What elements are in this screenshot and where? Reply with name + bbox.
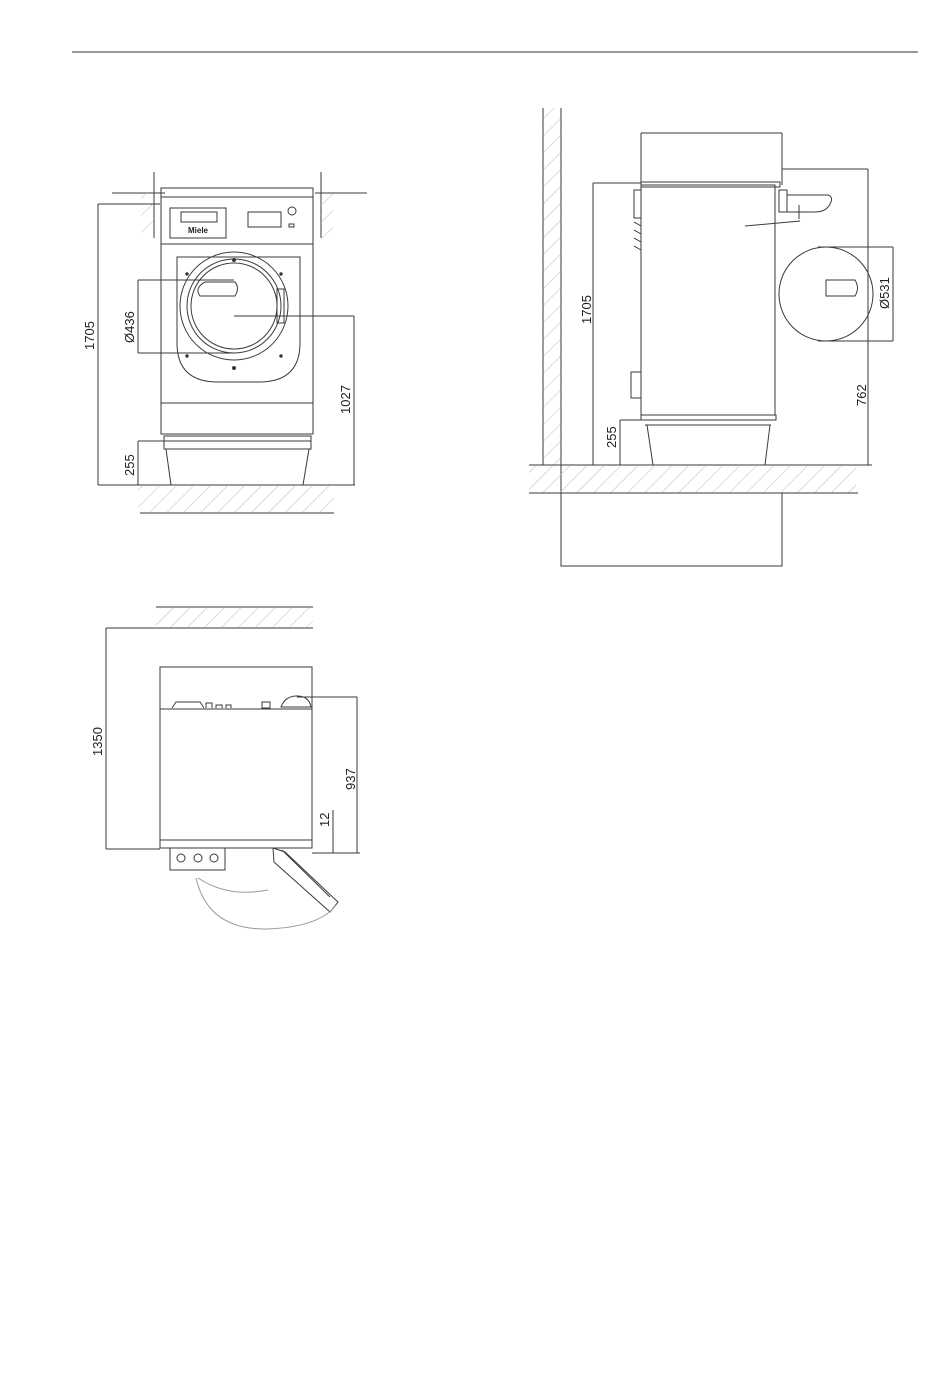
front-door-diameter-label: Ø436	[122, 311, 137, 343]
top-total-depth-label: 1350	[90, 727, 105, 756]
top-unit-depth-label: 937	[343, 768, 358, 790]
top-door-offset-label: 12	[317, 813, 332, 827]
side-door-center-height-label: 762	[854, 384, 869, 406]
front-view	[98, 172, 367, 513]
front-plinth-height-label: 255	[122, 454, 137, 476]
front-door-center-height-label: 1027	[338, 385, 353, 414]
side-plinth-height-label: 255	[604, 426, 619, 448]
side-total-height-label: 1705	[579, 295, 594, 324]
front-total-height-label: 1705	[82, 321, 97, 350]
side-view	[529, 108, 893, 566]
brand-logo: Miele	[188, 226, 209, 235]
top-view	[106, 607, 360, 929]
side-door-open-diameter-label: Ø531	[877, 277, 892, 309]
